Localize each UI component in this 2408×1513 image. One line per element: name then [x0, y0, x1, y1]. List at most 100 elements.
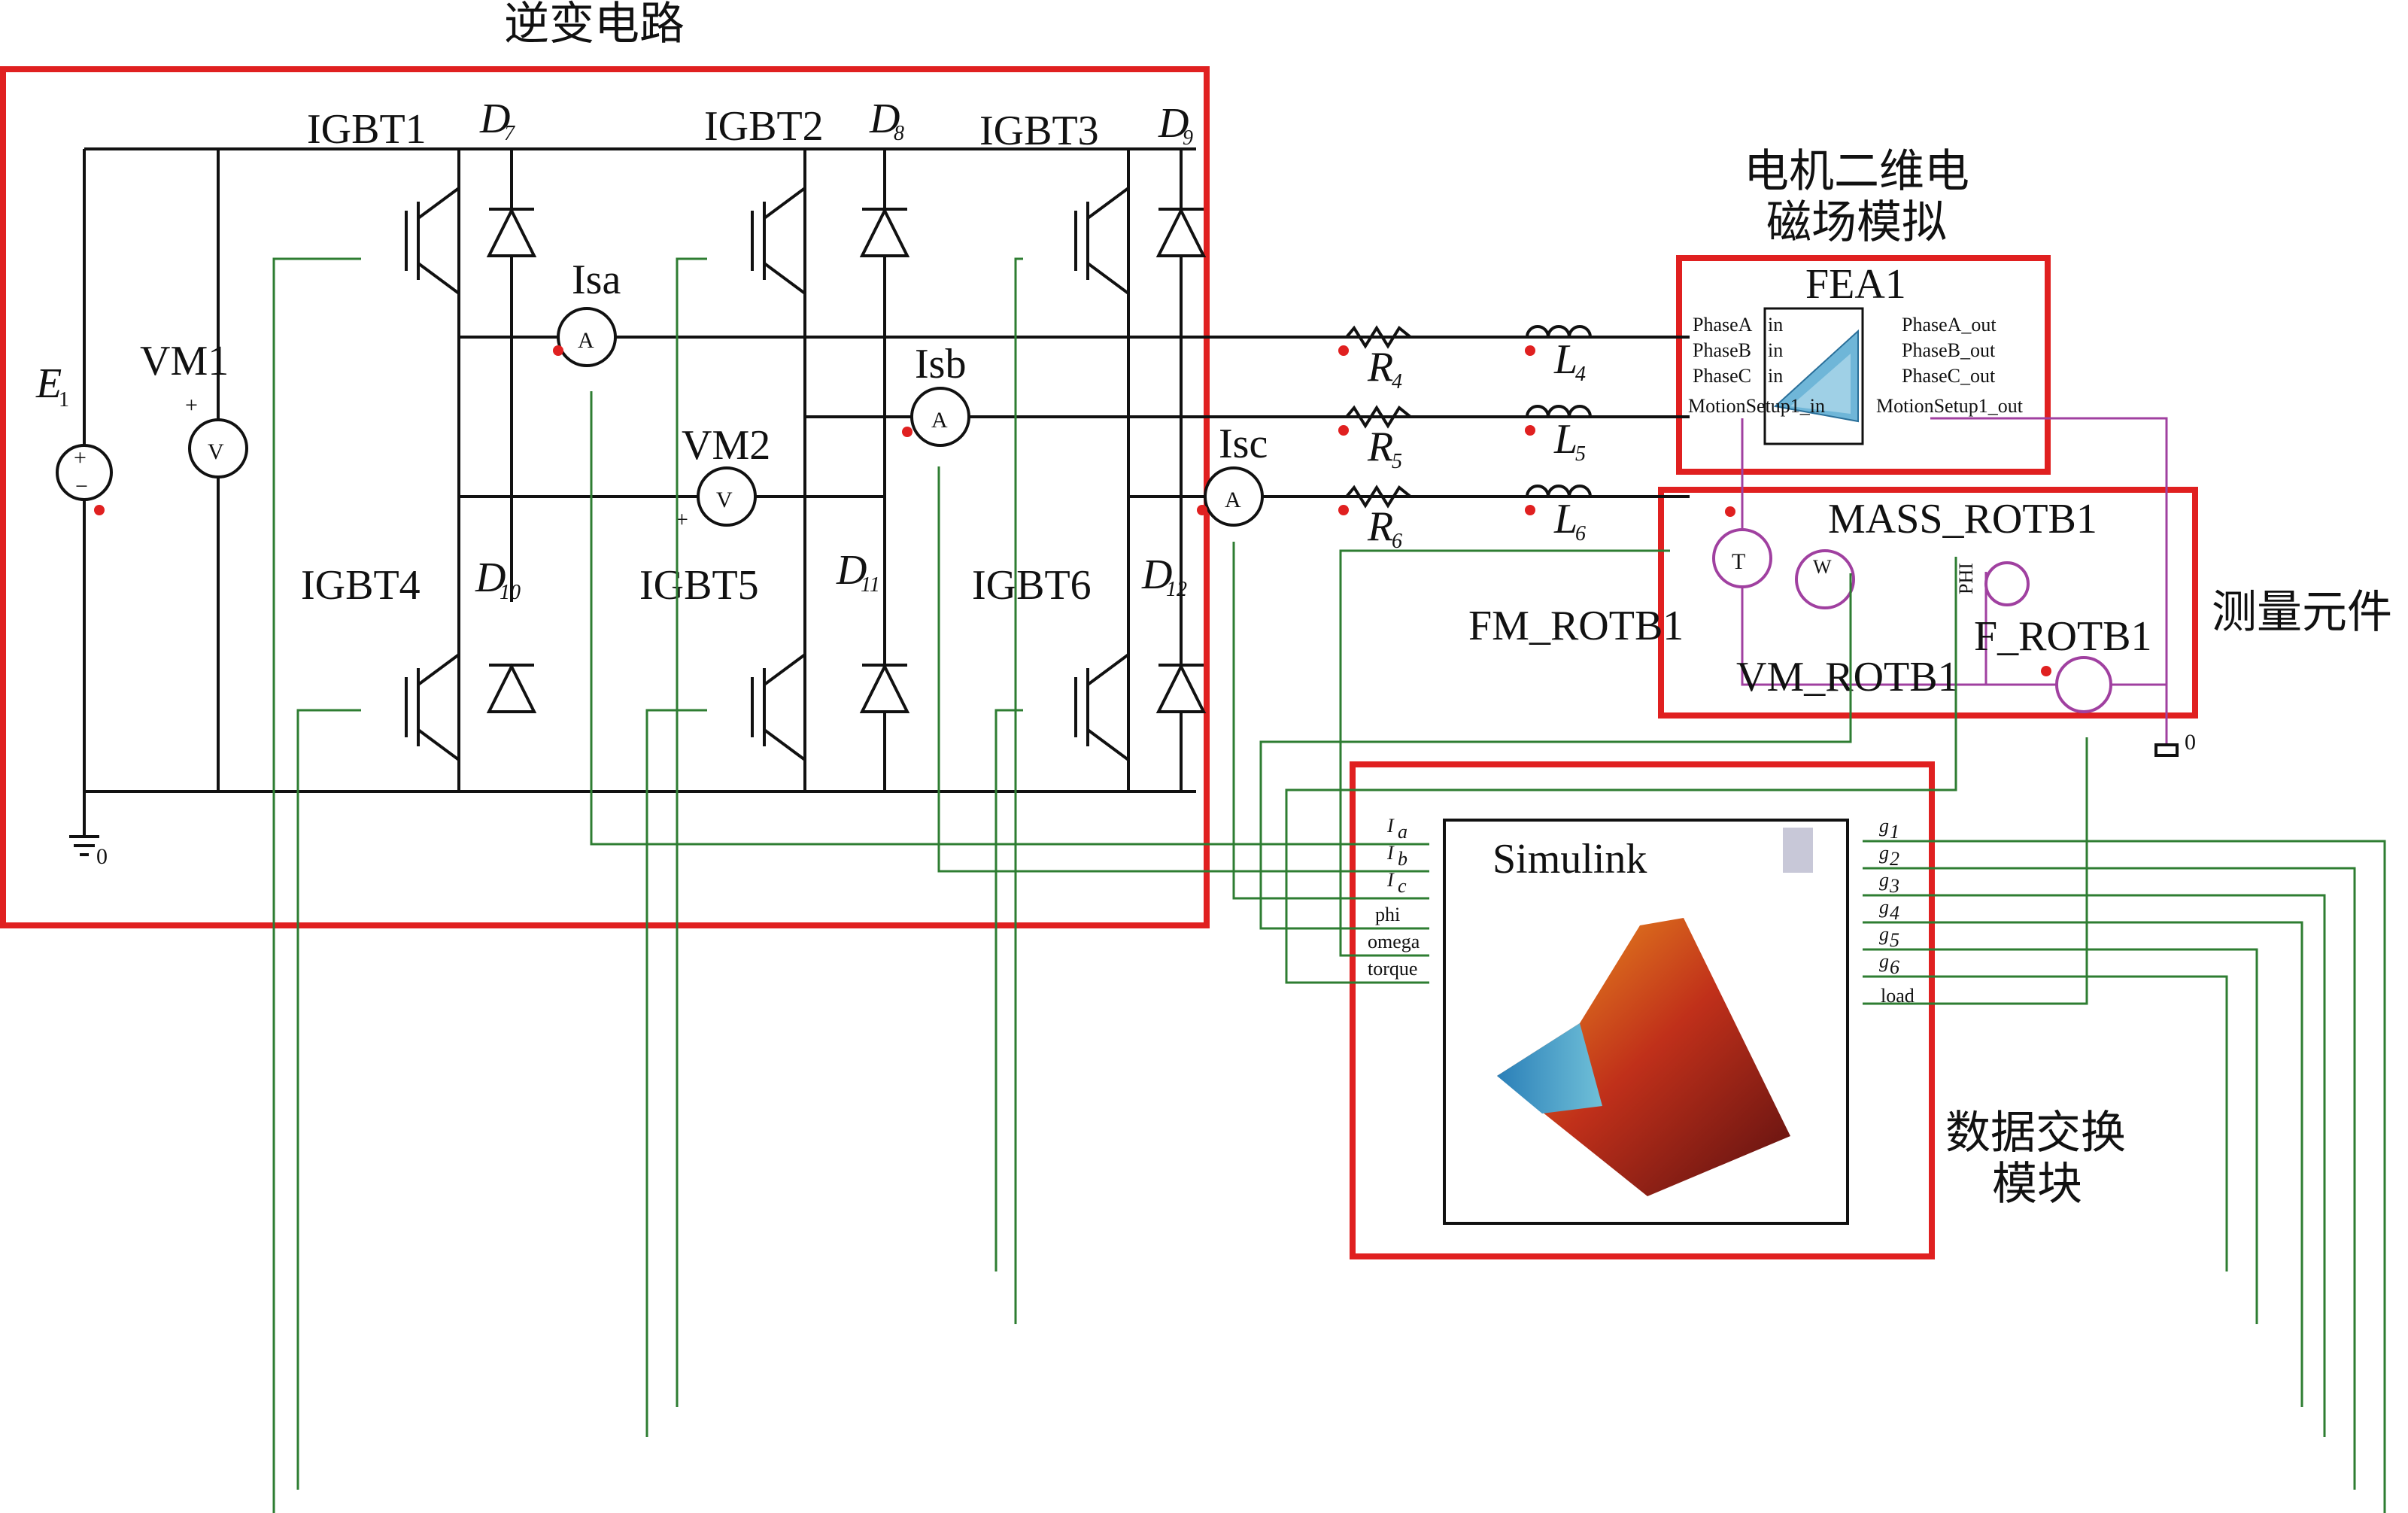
svg-text:9: 9: [1183, 126, 1193, 150]
svg-text:a: a: [1398, 821, 1407, 843]
svg-text:g: g: [1879, 896, 1889, 918]
ground-left: [69, 835, 99, 856]
svg-text:W: W: [1813, 556, 1832, 578]
svg-text:D: D: [479, 96, 510, 142]
svg-text:MotionSetup1_out: MotionSetup1_out: [1876, 395, 2024, 417]
svg-text:D: D: [836, 547, 867, 594]
svg-text:A: A: [578, 328, 594, 353]
svg-text:PhaseA_out: PhaseA_out: [1902, 314, 1997, 336]
svg-text:PhaseC: PhaseC: [1693, 365, 1751, 387]
fea-inputs: PhaseA PhaseB PhaseC MotionSetup1_in in …: [1688, 314, 1825, 417]
vm-rotb-label: VM_ROTB1: [1736, 654, 1959, 700]
svg-text:in: in: [1768, 339, 1783, 361]
vm2-plus: +: [676, 507, 688, 532]
source-index: 1: [59, 388, 69, 412]
svg-text:−: −: [75, 474, 88, 499]
svg-text:I: I: [1386, 815, 1395, 837]
svg-text:g: g: [1879, 950, 1889, 972]
ground-right-label: 0: [2185, 730, 2196, 755]
svg-text:b: b: [1398, 848, 1407, 870]
svg-text:D: D: [1158, 100, 1189, 147]
svg-text:PhaseB_out: PhaseB_out: [1902, 339, 1996, 361]
exchange-label-line2: 模块: [1992, 1158, 2082, 1211]
fea-label-line1: 电机二维电: [1744, 145, 1969, 198]
svg-text:torque: torque: [1368, 958, 1417, 980]
svg-text:D: D: [869, 96, 900, 142]
inverter-label: 逆变电路: [504, 0, 685, 50]
vm1-label: VM1: [140, 338, 229, 384]
svg-text:in: in: [1768, 365, 1783, 387]
simulink-inputs-mech: phi omega torque: [1368, 904, 1420, 980]
ammeter-isa: A: [553, 307, 617, 367]
igbt6-label: IGBT6: [972, 562, 1092, 609]
vm2-meter: V: [697, 466, 757, 527]
svg-text:8: 8: [894, 122, 904, 145]
svg-text:MotionSetup1_in: MotionSetup1_in: [1688, 395, 1825, 417]
mass-rotb1: [1984, 561, 2030, 606]
svg-text:3: 3: [1889, 875, 1899, 897]
svg-text:PhaseC_out: PhaseC_out: [1902, 365, 1996, 387]
svg-text:PhaseA: PhaseA: [1693, 314, 1753, 336]
svg-text:phi: phi: [1375, 904, 1400, 925]
svg-text:4: 4: [1890, 902, 1899, 924]
svg-text:PhaseB: PhaseB: [1693, 339, 1751, 361]
svg-text:A: A: [1225, 488, 1241, 512]
svg-text:5: 5: [1575, 442, 1586, 466]
mass-label: MASS_ROTB1: [1828, 496, 2097, 542]
isa-label: Isa: [572, 257, 621, 303]
svg-text:g: g: [1879, 842, 1889, 864]
exchange-box: [1350, 761, 1935, 1259]
svg-text:12: 12: [1166, 578, 1187, 601]
diode-labels: D7 D8 D9 D10 D11 D12: [475, 96, 1193, 604]
svg-text:omega: omega: [1368, 931, 1420, 952]
svg-text:5: 5: [1392, 450, 1402, 473]
svg-text:T: T: [1732, 549, 1745, 574]
svg-text:11: 11: [861, 573, 880, 597]
resistors: [1345, 325, 1412, 509]
svg-text:5: 5: [1890, 929, 1899, 951]
diode-d10: [486, 663, 537, 713]
svg-text:D: D: [1141, 551, 1172, 598]
svg-text:g: g: [1879, 869, 1889, 891]
ammeter-isc: A: [1197, 466, 1264, 527]
phi-tag: PHI: [1955, 563, 1977, 594]
svg-text:1: 1: [1890, 821, 1899, 843]
svg-text:L: L: [1553, 496, 1577, 542]
f-rotb-label: F_ROTB1: [1974, 613, 2152, 660]
phase-lines: [459, 336, 1690, 498]
fea-outputs: PhaseA_out PhaseB_out PhaseC_out MotionS…: [1876, 314, 2024, 417]
diode-d12: [1155, 663, 1207, 713]
vm1-plus: +: [185, 393, 198, 418]
source-label: E: [35, 360, 62, 407]
svg-text:c: c: [1398, 875, 1407, 897]
leg-b: [751, 149, 886, 791]
exchange-label-line1: 数据交换: [1945, 1107, 2126, 1159]
fea-motor-icon: [1773, 329, 1859, 423]
svg-text:V: V: [208, 439, 224, 464]
measure-box: [1658, 487, 2198, 719]
isc-label: Isc: [1219, 421, 1268, 467]
vm2-label: VM2: [682, 422, 770, 469]
diode-d8: [859, 207, 910, 257]
signal-wires: [272, 257, 2386, 1513]
svg-text:L: L: [1553, 416, 1577, 463]
passive-labels: R4 R5 R6 L4 L5 L6: [1367, 336, 1586, 553]
svg-text:R: R: [1367, 424, 1393, 470]
vm-rotb1-sensor: W: [1795, 549, 1855, 609]
node-dots-passives: [1338, 345, 1535, 515]
diode-d9: [1155, 207, 1207, 257]
fea-title: FEA1: [1805, 261, 1906, 308]
svg-text:V: V: [716, 488, 733, 512]
dc-source: + −: [56, 444, 113, 515]
svg-text:+: +: [74, 445, 87, 470]
measure-label: 测量元件: [2212, 586, 2392, 639]
isb-label: Isb: [915, 341, 966, 387]
matlab-logo: [1497, 918, 1790, 1196]
svg-text:A: A: [931, 408, 948, 433]
ammeter-isb: A: [902, 387, 970, 447]
simulink-icon-glyph: [1783, 828, 1813, 873]
diode-d11: [859, 663, 910, 713]
svg-text:I: I: [1386, 869, 1395, 891]
